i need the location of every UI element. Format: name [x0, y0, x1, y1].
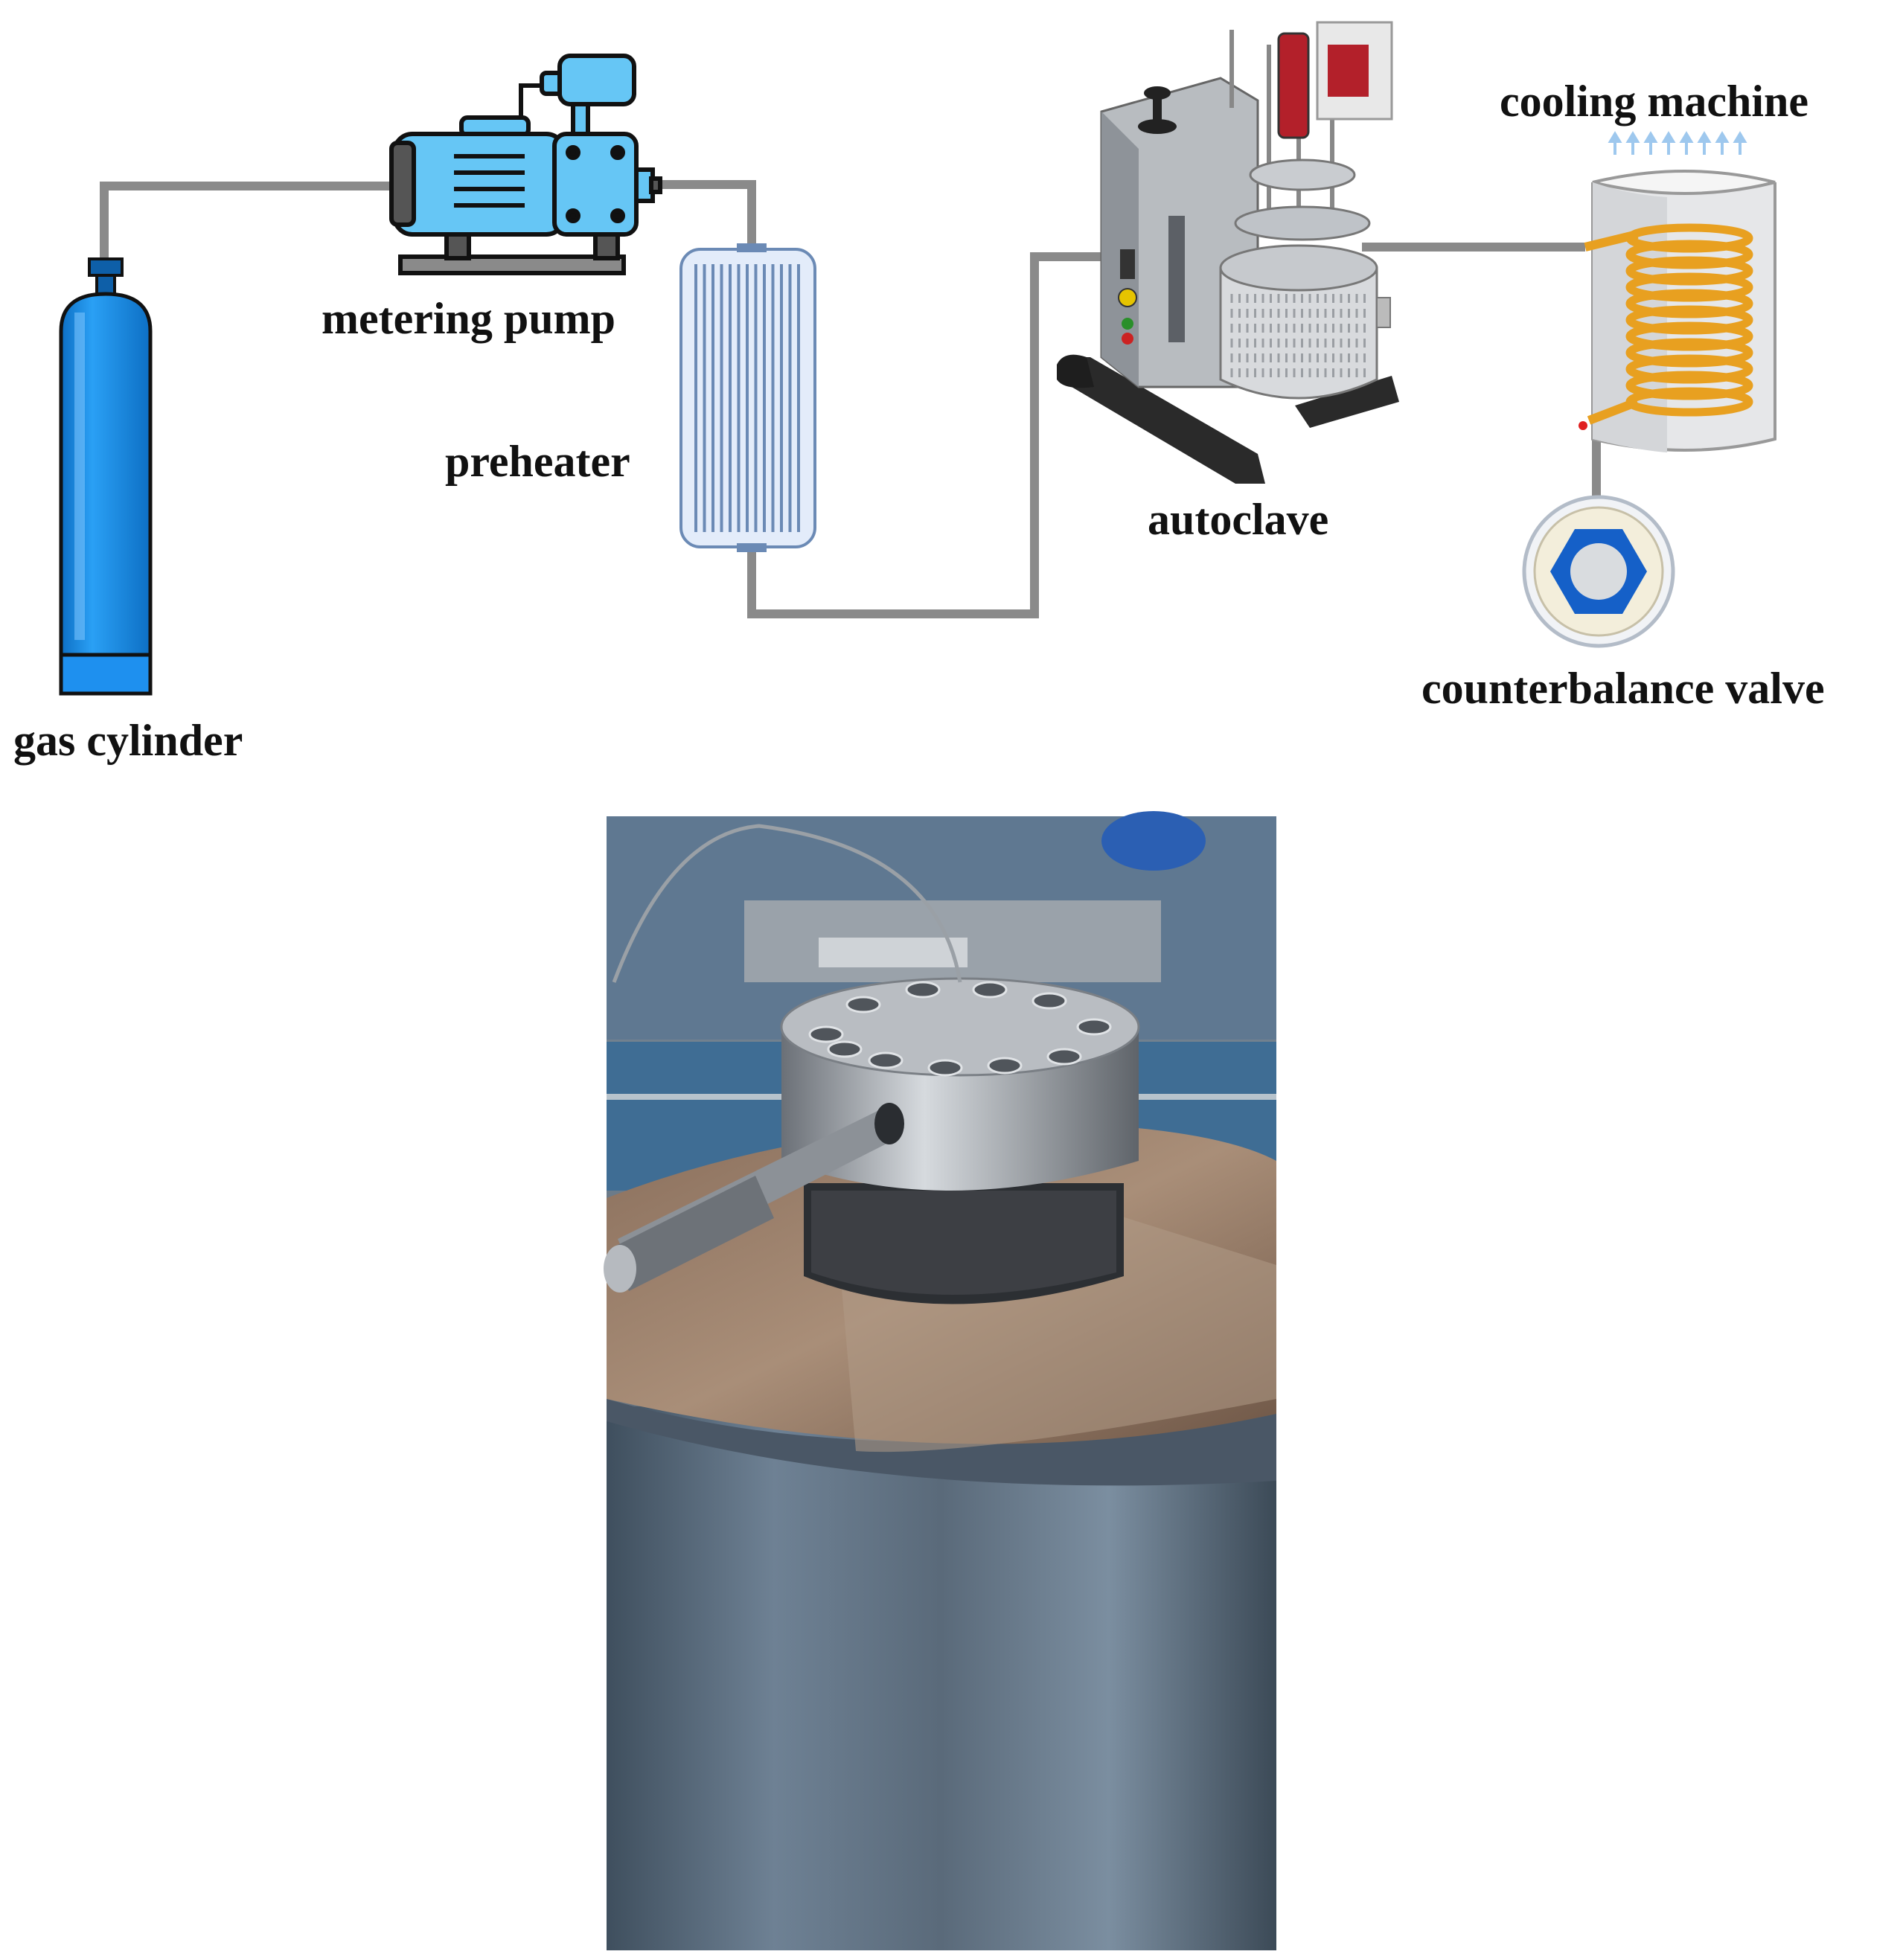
cap-hole [1046, 1048, 1082, 1066]
preheater-icon [679, 243, 816, 552]
label-autoclave: autoclave [1148, 495, 1329, 544]
autoclave-icon [1057, 21, 1399, 484]
label-preheater: preheater [445, 437, 630, 486]
label-cooling-machine: cooling machine [1500, 77, 1808, 126]
coil-turn [1625, 256, 1753, 286]
coil-turn [1625, 371, 1753, 400]
cool-arrow-head [1679, 131, 1694, 143]
pump-icon [389, 54, 662, 275]
cool-arrow-head [1697, 131, 1712, 143]
coil-turn [1625, 289, 1753, 318]
cap-hole [905, 981, 941, 999]
cap-hole [927, 1059, 963, 1077]
valve-icon [1522, 495, 1675, 648]
cool-arrow-head [1661, 131, 1676, 143]
cool-arrow-head [1715, 131, 1730, 143]
coil-turn [1625, 240, 1753, 269]
pipes [100, 180, 1601, 618]
label-counterbalance-valve: counterbalance valve [1421, 664, 1825, 713]
coil-turn [1625, 272, 1753, 302]
label-gas-cylinder: gas cylinder [13, 716, 243, 765]
cap-hole [987, 1057, 1023, 1075]
cap-hole [868, 1051, 903, 1069]
gas-cylinder-icon [59, 257, 153, 696]
cool-arrow-head [1625, 131, 1640, 143]
cooling-coil-icon [1579, 131, 1776, 452]
coil-turn [1625, 305, 1753, 335]
coil-turn [1625, 338, 1753, 368]
autoclave-photo-icon [604, 811, 1276, 1950]
pipe-pump-to-preheater [655, 180, 756, 249]
cap-hole [808, 1025, 844, 1043]
cap-hole [845, 996, 881, 1013]
cap-hole [1032, 992, 1067, 1010]
cap-hole [972, 981, 1008, 999]
coil-turn [1625, 321, 1753, 351]
cool-arrow-head [1608, 131, 1622, 143]
cap-hole [1076, 1018, 1112, 1036]
cool-arrow-head [1733, 131, 1747, 143]
cap-hole [827, 1040, 863, 1058]
coil-turn [1625, 354, 1753, 384]
pipe-cylinder-to-pump [100, 182, 391, 260]
cool-arrow-head [1643, 131, 1658, 143]
label-metering-pump: metering pump [322, 294, 615, 343]
